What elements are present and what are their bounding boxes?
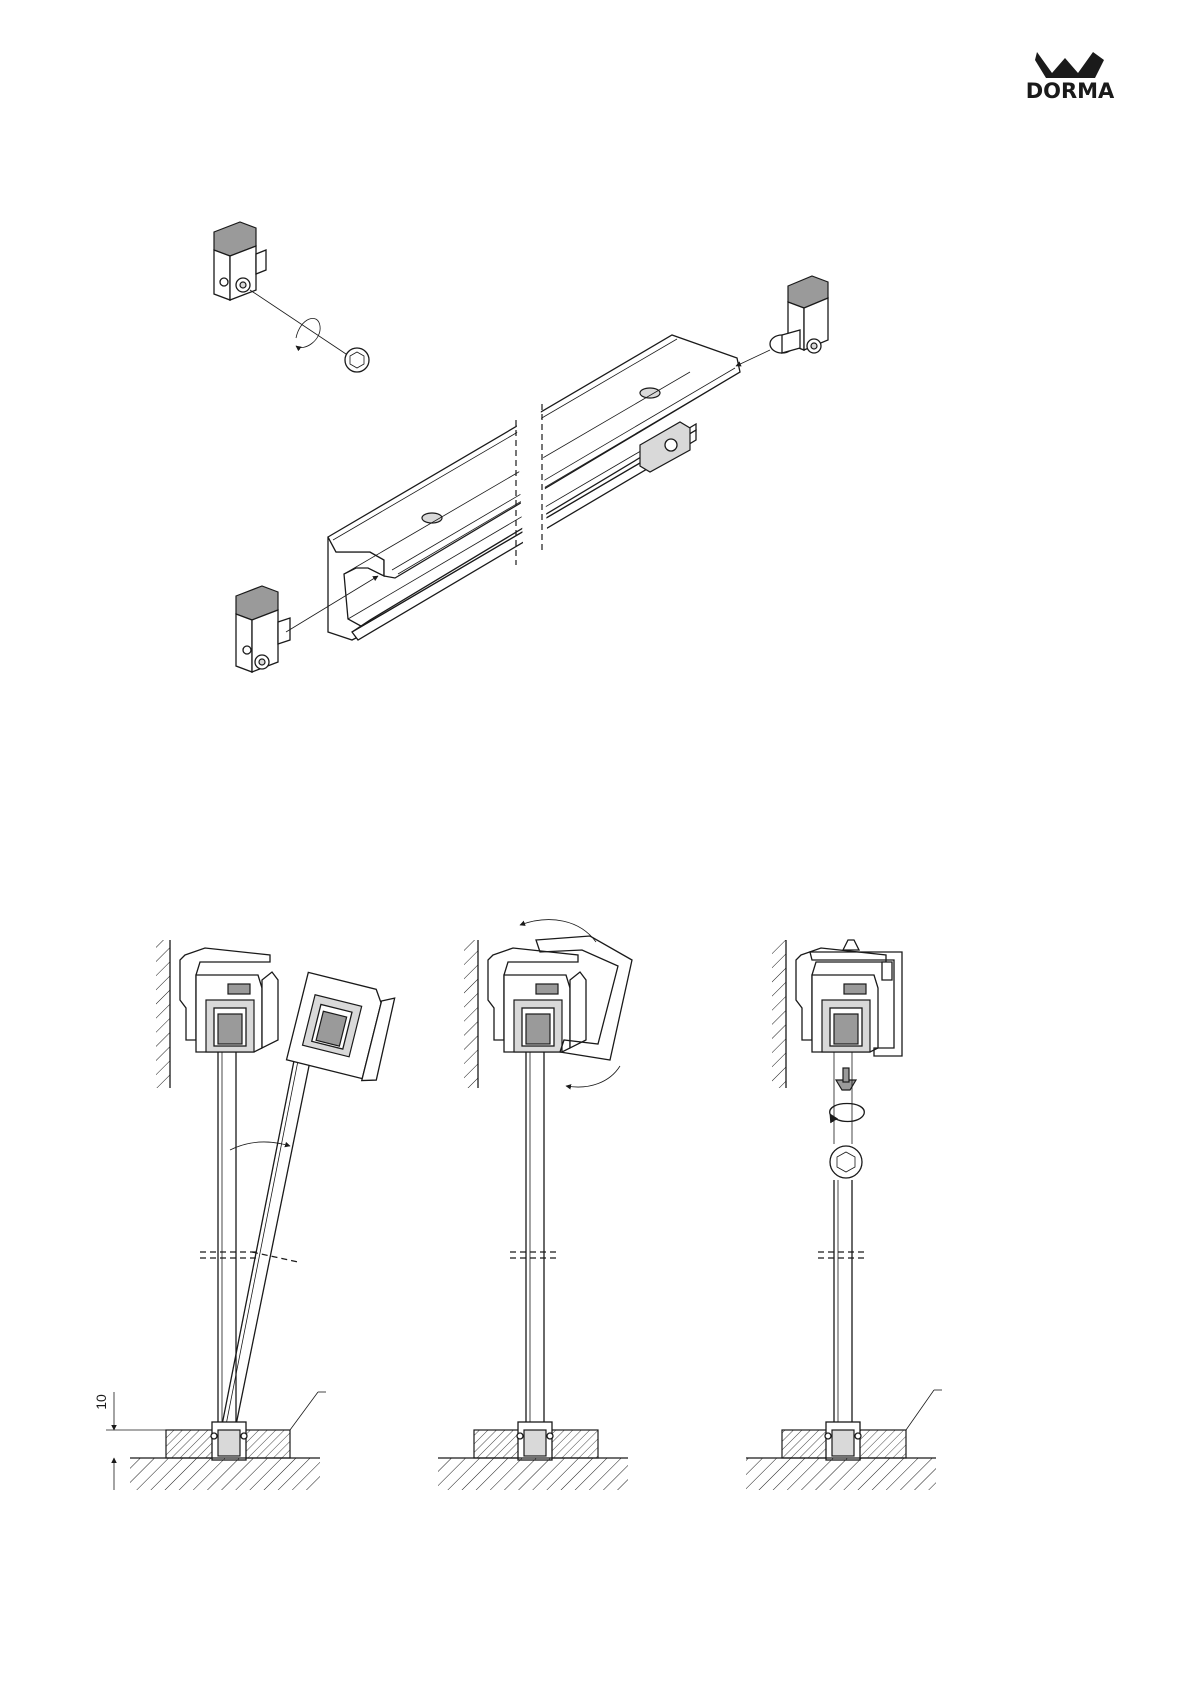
glass-panel bbox=[834, 1052, 852, 1425]
screw bbox=[836, 1068, 856, 1090]
crown-icon bbox=[1035, 52, 1104, 78]
wall bbox=[464, 940, 478, 1088]
logo-text: DORMA bbox=[1026, 79, 1115, 103]
floor-guide bbox=[474, 1422, 598, 1460]
ground bbox=[438, 1458, 628, 1490]
hex-key-icon bbox=[830, 1146, 862, 1178]
end-clamp-top-right bbox=[770, 276, 828, 353]
glass-panel bbox=[526, 1052, 544, 1425]
dorma-logo: DORMA bbox=[1026, 52, 1115, 103]
exploded-view bbox=[214, 222, 828, 672]
end-clamp-bottom-left bbox=[236, 586, 290, 672]
floor-guide bbox=[782, 1422, 906, 1460]
rail-profile bbox=[328, 335, 740, 640]
hex-key-icon bbox=[345, 348, 369, 372]
ground bbox=[746, 1458, 936, 1490]
wall bbox=[156, 940, 170, 1088]
step-1-figure: 10 bbox=[93, 940, 398, 1490]
dimension-label: 10 bbox=[93, 1394, 109, 1410]
step-3-figure bbox=[746, 940, 942, 1490]
end-clamp-top-left bbox=[214, 222, 266, 300]
floor-guide bbox=[166, 1422, 290, 1460]
step-2-figure bbox=[438, 920, 632, 1490]
wall bbox=[772, 940, 786, 1088]
ground bbox=[130, 1458, 320, 1490]
